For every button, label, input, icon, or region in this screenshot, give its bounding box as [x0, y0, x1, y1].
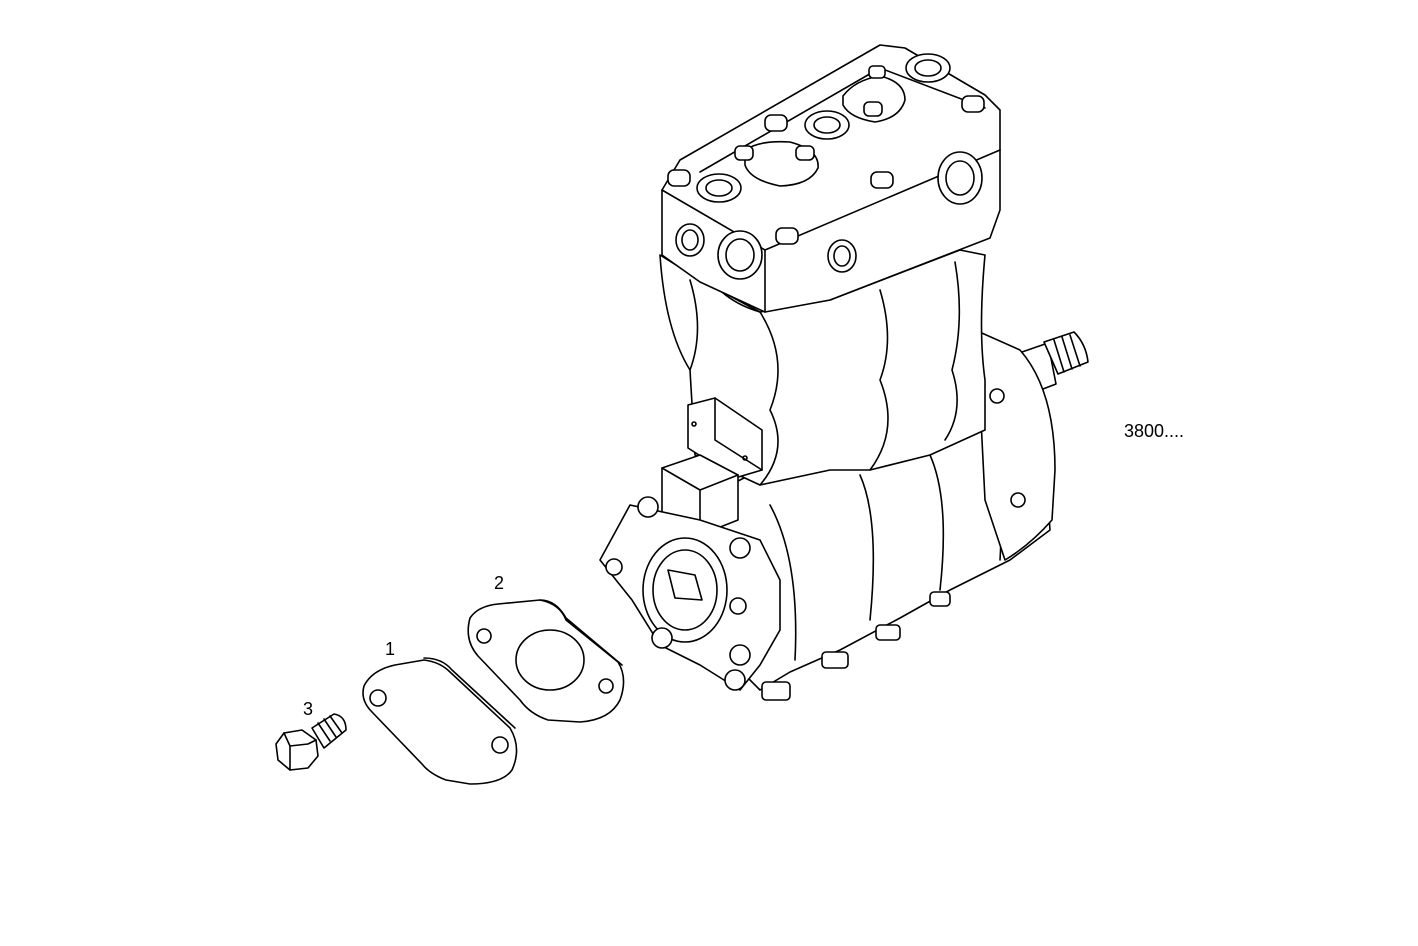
rear-flange	[974, 329, 1056, 561]
part-1-cover-plate	[362, 657, 518, 785]
part-1-number: 1	[385, 639, 395, 659]
head-bolts	[667, 53, 985, 245]
part-2-number: 2	[494, 573, 504, 593]
compressor-assembly-drawing	[599, 44, 1089, 701]
part-3-hex-bolt	[275, 713, 347, 771]
front-mounting-flange	[599, 454, 781, 691]
part-2-gasket	[467, 599, 625, 723]
assembly-reference-label: 3800....	[1124, 421, 1184, 441]
bottom-feet	[761, 591, 951, 701]
head-ports	[675, 151, 983, 280]
part-3-number: 3	[303, 699, 313, 719]
